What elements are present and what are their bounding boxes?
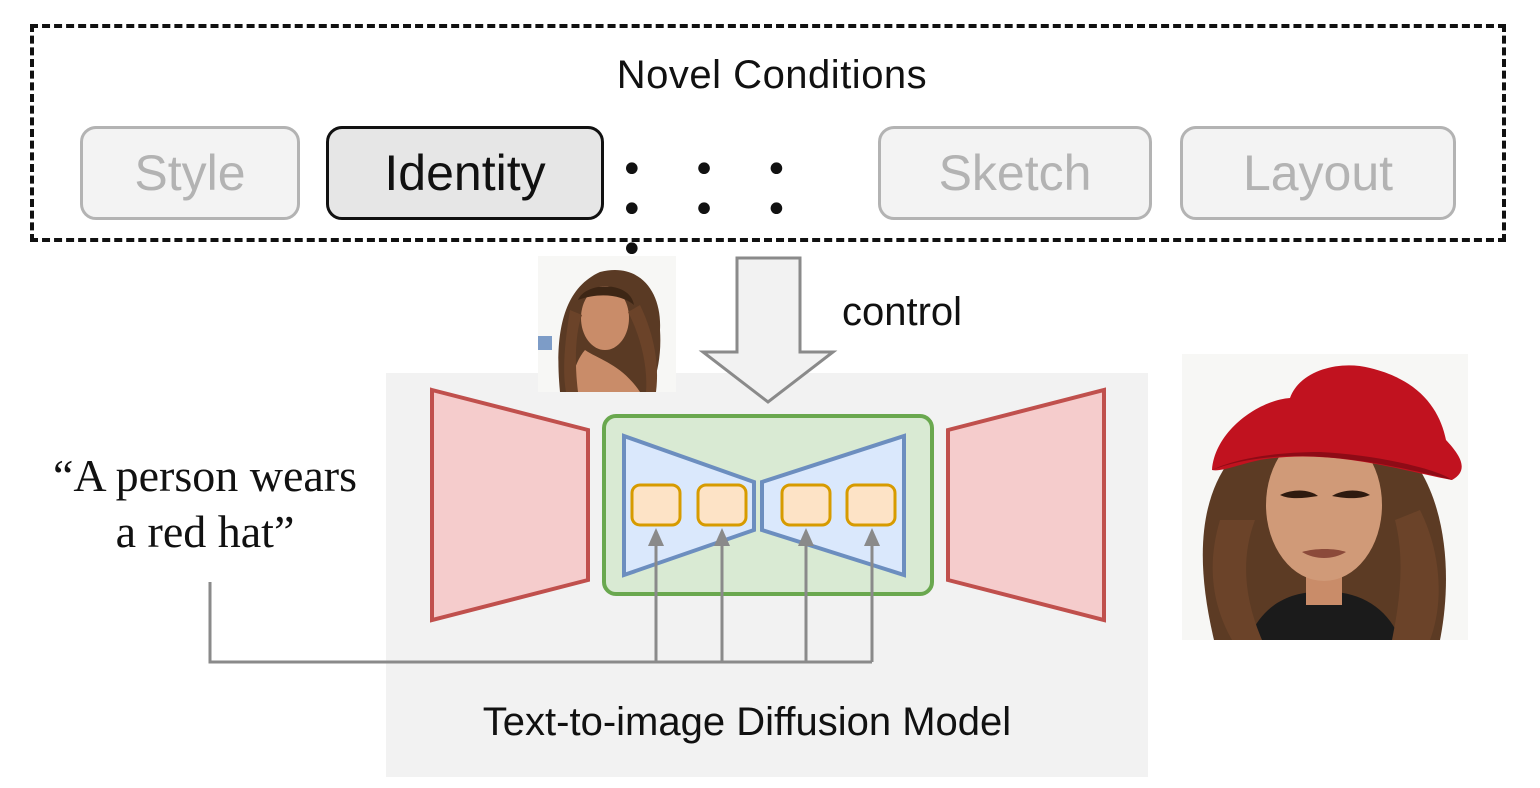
unet-encoder-shape bbox=[430, 387, 590, 623]
identity-reference-photo bbox=[538, 256, 676, 392]
adapter-block bbox=[780, 483, 832, 527]
arrowhead bbox=[798, 528, 814, 546]
chip-identity: Identity bbox=[326, 126, 604, 220]
control-label: control bbox=[842, 290, 963, 334]
text-prompt: “A person wears a red hat” bbox=[0, 448, 410, 560]
adapter-block bbox=[845, 483, 897, 527]
text-prompt-line-2: a red hat” bbox=[115, 506, 295, 557]
arrowhead bbox=[648, 528, 664, 546]
unet-decoder-shape bbox=[946, 387, 1106, 623]
diffusion-model-label: Text-to-image Diffusion Model bbox=[482, 700, 1012, 744]
chip-style: Style bbox=[80, 126, 300, 220]
control-arrow bbox=[698, 256, 838, 404]
adapter-block bbox=[696, 483, 748, 527]
arrowhead bbox=[864, 528, 880, 546]
adapter-block bbox=[630, 483, 682, 527]
chip-sketch: Sketch bbox=[878, 126, 1152, 220]
arrowhead bbox=[714, 528, 730, 546]
novel-conditions-box bbox=[30, 24, 1506, 242]
text-condition-line bbox=[208, 582, 872, 664]
chip-layout: Layout bbox=[1180, 126, 1456, 220]
novel-conditions-title: Novel Conditions bbox=[616, 53, 928, 97]
text-prompt-line-1: “A person wears bbox=[52, 450, 357, 501]
generated-photo-red-hat bbox=[1182, 354, 1468, 640]
